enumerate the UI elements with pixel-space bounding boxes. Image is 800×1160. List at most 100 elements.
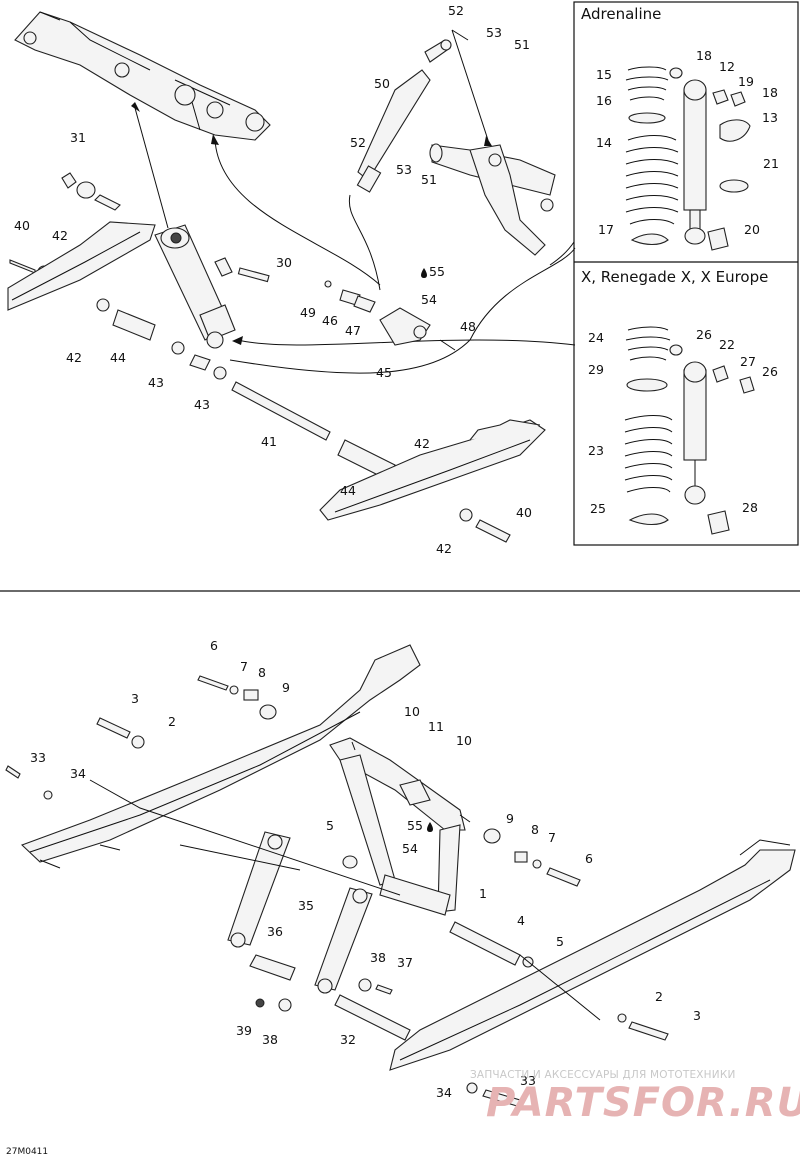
callout: 43: [148, 375, 164, 390]
callout: 10: [456, 733, 472, 748]
callout: 30: [276, 255, 292, 270]
callout: 27: [740, 354, 756, 369]
callout: 52: [350, 135, 366, 150]
grease-drop-icon: [427, 822, 433, 832]
callout: 53: [486, 25, 502, 40]
inset-box: [573, 1, 799, 546]
callout: 55: [407, 818, 423, 833]
callout: 21: [763, 156, 779, 171]
callout: 5: [556, 934, 564, 949]
callout: 42: [436, 541, 452, 556]
adrenaline-parts: [625, 66, 751, 251]
callout: 13: [762, 110, 778, 125]
callout: 54: [402, 841, 418, 856]
front-arm-1: [329, 737, 471, 916]
bottom-hardware: [5, 675, 669, 1107]
callout: 36: [267, 924, 283, 939]
callout: 12: [719, 59, 735, 74]
callout: 39: [236, 1023, 252, 1038]
rear-arms: [227, 831, 411, 1041]
callout: 18: [696, 48, 712, 63]
callout: 25: [590, 501, 606, 516]
callout: 31: [70, 130, 86, 145]
right-rail: [389, 839, 796, 1071]
watermark-logo: PARTSFOR.RU: [486, 1080, 800, 1126]
callout: 38: [262, 1032, 278, 1047]
callout: 34: [70, 766, 86, 781]
callout: 19: [738, 74, 754, 89]
callout: 51: [421, 172, 437, 187]
callout: 50: [374, 76, 390, 91]
callout: 8: [258, 665, 266, 680]
callout: 44: [340, 483, 356, 498]
callout: 2: [168, 714, 176, 729]
callout: 7: [240, 659, 248, 674]
callout: 24: [588, 330, 604, 345]
callout: 5: [326, 818, 334, 833]
callout: 42: [414, 436, 430, 451]
callout: 14: [596, 135, 612, 150]
callout: 4: [517, 913, 525, 928]
callout: 38: [370, 950, 386, 965]
callout: 37: [397, 955, 413, 970]
callout: 7: [548, 830, 556, 845]
callout: 32: [340, 1032, 356, 1047]
upper-right-rail: [319, 419, 546, 543]
callout: 45: [376, 365, 392, 380]
callout: 48: [460, 319, 476, 334]
diagram-code: 27M0411: [6, 1147, 49, 1157]
renegade-panel-title: X, Renegade X, X Europe: [581, 268, 769, 286]
center-shock: [154, 224, 236, 349]
callout: 49: [300, 305, 316, 320]
callout: 20: [744, 222, 760, 237]
callout: 47: [345, 323, 361, 338]
callout: 8: [531, 822, 539, 837]
callout: 53: [396, 162, 412, 177]
callout: 3: [131, 691, 139, 706]
frame-assembly: [14, 11, 271, 141]
callout: 51: [514, 37, 530, 52]
callout: 6: [585, 851, 593, 866]
callout: 40: [14, 218, 30, 233]
callout: 3: [693, 1008, 701, 1023]
callout: 1: [479, 886, 487, 901]
rear-shock-50: [348, 29, 492, 291]
watermark-subtitle: ЗАПЧАСТИ И АКСЕССУАРЫ ДЛЯ МОТОТЕХНИКИ: [470, 1069, 736, 1081]
callout: 33: [520, 1073, 536, 1088]
callout: 54: [421, 292, 437, 307]
callout: 10: [404, 704, 420, 719]
callout: 34: [436, 1085, 452, 1100]
callout: 22: [719, 337, 735, 352]
callout: 28: [742, 500, 758, 515]
front-arm-assembly: [429, 143, 575, 266]
callout: 44: [110, 350, 126, 365]
callout: 26: [696, 327, 712, 342]
callout: 9: [506, 811, 514, 826]
callout: 23: [588, 443, 604, 458]
callout: 43: [194, 397, 210, 412]
adrenaline-panel-title: Adrenaline: [581, 5, 662, 23]
callout: 29: [588, 362, 604, 377]
renegade-parts: [624, 326, 755, 535]
callout: 26: [762, 364, 778, 379]
callout: 40: [516, 505, 532, 520]
callout: 9: [282, 680, 290, 695]
callout: 18: [762, 85, 778, 100]
callout: 52: [448, 3, 464, 18]
callout: 2: [655, 989, 663, 1004]
callout: 15: [596, 67, 612, 82]
callout: 55: [429, 264, 445, 279]
callout: 46: [322, 313, 338, 328]
callout: 41: [261, 434, 277, 449]
callout: 33: [30, 750, 46, 765]
callout: 35: [298, 898, 314, 913]
callout: 16: [596, 93, 612, 108]
upper-left-rail: [7, 221, 156, 311]
grease-drop-icon: [421, 268, 427, 278]
callout: 11: [428, 719, 444, 734]
callout: 42: [52, 228, 68, 243]
callout: 6: [210, 638, 218, 653]
